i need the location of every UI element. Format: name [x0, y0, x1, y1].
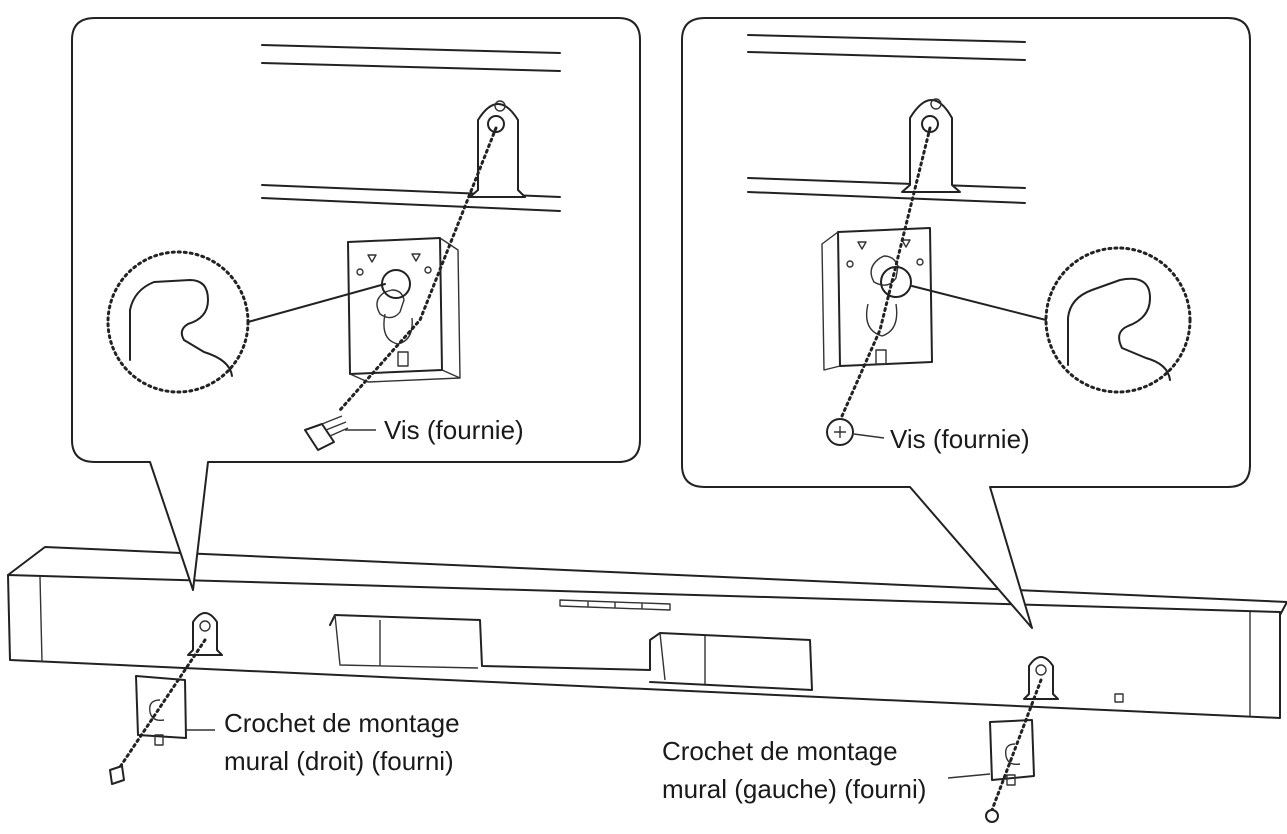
- soundbar: [7, 546, 1287, 719]
- bar-hook-left: [187, 612, 223, 656]
- bracket-right-label-line1: Crochet de montage: [224, 708, 460, 738]
- screw-label-left: Vis (fournie): [384, 415, 524, 445]
- callout-left: [71, 17, 641, 591]
- small-bracket-left-type: [985, 678, 1043, 823]
- bracket-left-label-line1: Crochet de montage: [662, 736, 898, 766]
- screw-label-right: Vis (fournie): [890, 424, 1030, 454]
- small-bracket-right-type: [109, 638, 207, 785]
- bracket-left-label-line2: mural (gauche) (fourni): [662, 774, 926, 804]
- bar-hook-right: [1023, 656, 1059, 700]
- callout-right: [681, 17, 1251, 629]
- bracket-right-label-line2: mural (droit) (fourni): [224, 746, 454, 776]
- screw-icon: [826, 418, 854, 446]
